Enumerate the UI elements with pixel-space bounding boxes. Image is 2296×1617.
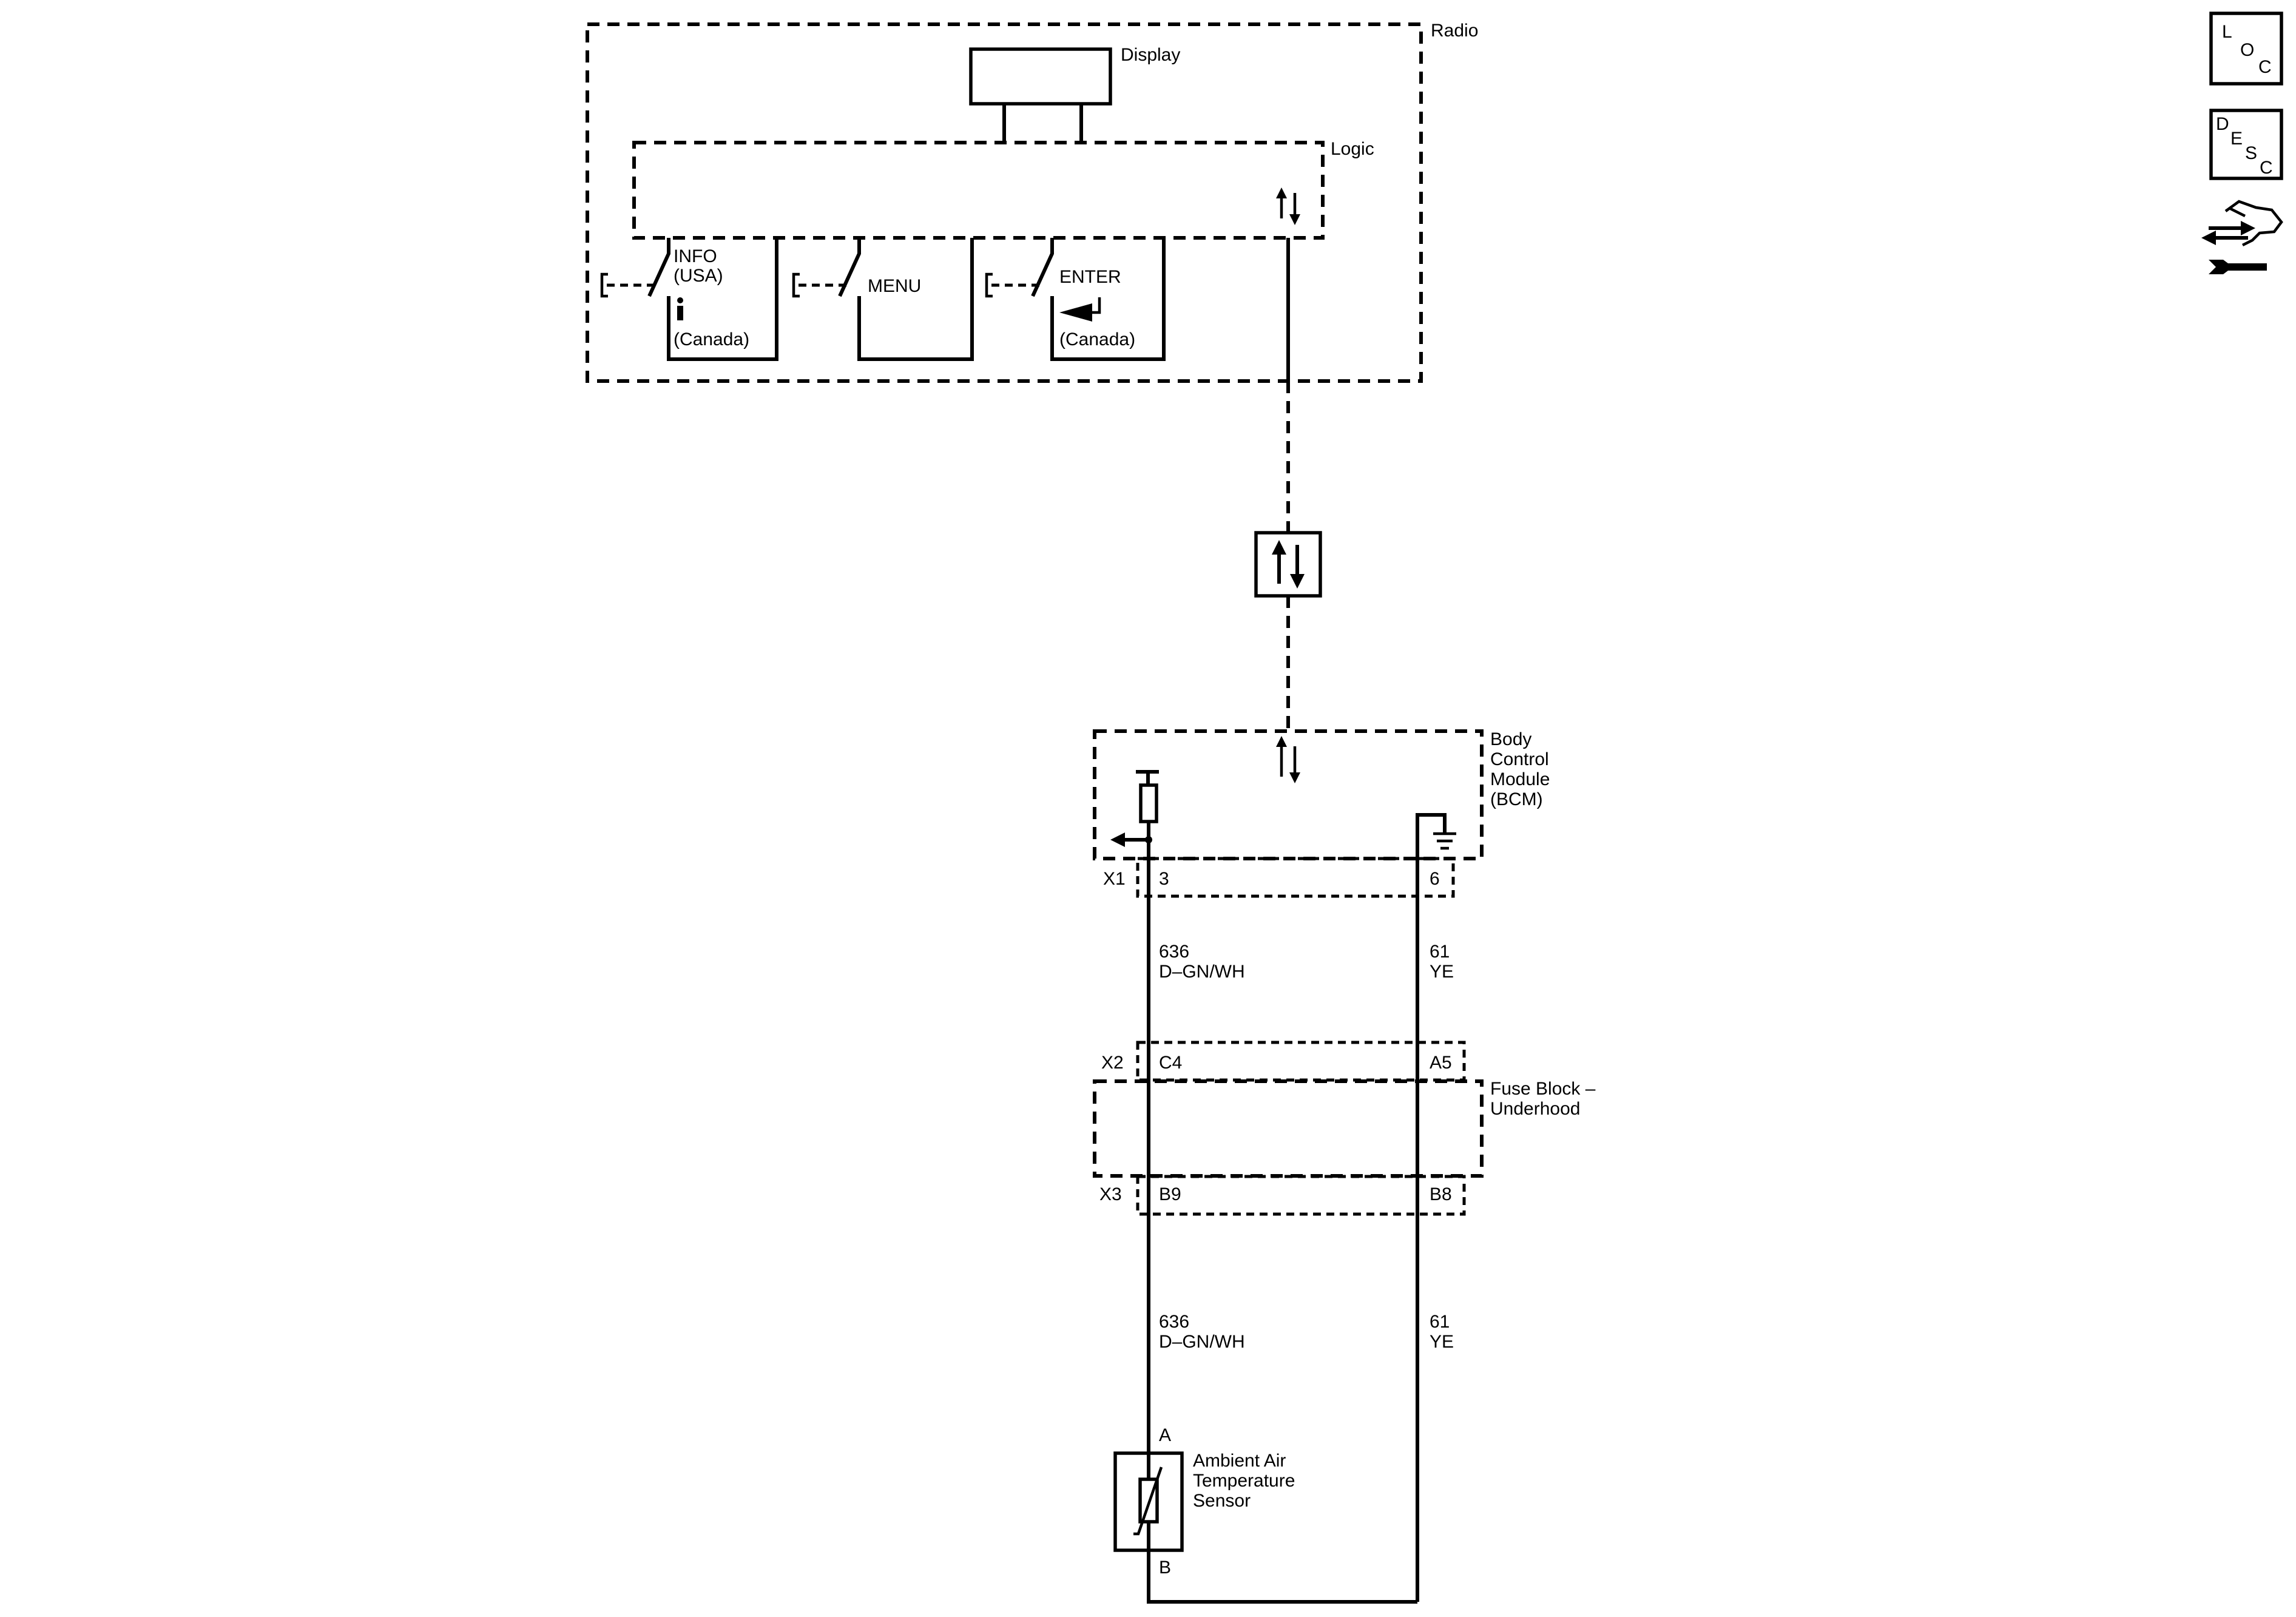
menu-switch: MENU [792, 238, 974, 361]
info-switch-actuator [600, 272, 608, 298]
wire-left-upper-circuit: 636 [1159, 942, 1189, 962]
enter-label: ENTER [1059, 267, 1121, 287]
connector-x3-pin-right: B8 [1430, 1184, 1452, 1204]
connector-x3-pin-left: B9 [1159, 1184, 1181, 1204]
wire-right-upper-circuit: 61 [1430, 942, 1450, 962]
desc-letter-s: S [2245, 143, 2257, 163]
info-label: INFO [674, 246, 717, 266]
connector-x1-label: X1 [1103, 869, 1126, 889]
sensor-label-1: Ambient Air [1193, 1451, 1286, 1471]
connector-x2-label: X2 [1101, 1053, 1124, 1073]
display-label: Display [1121, 45, 1180, 65]
info-switch-contact [647, 238, 670, 297]
serial-data-symbol [1254, 531, 1322, 598]
fuse-block-label-2: Underhood [1490, 1099, 1580, 1119]
desc-letter-e: E [2230, 129, 2243, 149]
fuse-block-label-1: Fuse Block – [1490, 1079, 1596, 1099]
wire-left-upper-color: D–GN/WH [1159, 962, 1245, 982]
sensor-pin-a: A [1159, 1425, 1171, 1445]
bcm-label-3: Module [1490, 769, 1550, 789]
logic-label: Logic [1331, 139, 1374, 159]
connector-hand-wrench-icon [2201, 200, 2283, 274]
bcm-data-arrows-icon [1276, 736, 1300, 783]
bcm-label-1: Body [1490, 729, 1531, 749]
logic-boundary [632, 141, 1325, 240]
logic-data-arrows-icon [1276, 187, 1300, 225]
connector-x2: X2 C4 A5 [1101, 1041, 1466, 1082]
ambient-air-temperature-sensor: A B Ambient Air Temperature Sensor [1113, 1425, 1295, 1578]
connector-x3: X3 B9 B8 [1099, 1175, 1466, 1216]
menu-switch-loop [857, 238, 974, 361]
wire-right-lower-circuit: 61 [1430, 1312, 1450, 1332]
display-leads [1002, 104, 1083, 143]
loc-button[interactable]: L O C [2209, 12, 2283, 86]
menu-switch-contact [838, 238, 861, 297]
connector-x2-pin-right: A5 [1430, 1053, 1452, 1073]
desc-button[interactable]: D E S C [2209, 109, 2283, 180]
body-control-module: Body Control Module (BCM) [1093, 729, 1550, 860]
radio-boundary [586, 22, 1423, 383]
wire-left-lower-circuit: 636 [1159, 1312, 1189, 1332]
enter-return-icon [1059, 297, 1101, 322]
serial-data-arrows-icon [1272, 540, 1305, 589]
wire-right-upper-color: YE [1430, 962, 1454, 982]
wire-low-reference-61 [1147, 859, 1419, 1604]
fuse-block-boundary [1093, 1079, 1484, 1178]
sensor-label-2: Temperature [1193, 1471, 1295, 1491]
enter-canada-label: (Canada) [1059, 329, 1135, 349]
menu-label: MENU [868, 276, 921, 296]
bcm-label-2: Control [1490, 749, 1549, 769]
bcm-label-4: (BCM) [1490, 789, 1543, 809]
ground-icon [1416, 813, 1456, 859]
fuse-block-underhood: Fuse Block – Underhood [1093, 1079, 1596, 1178]
info-switch: INFO (USA) (Canada) [600, 238, 778, 361]
menu-switch-actuator [792, 272, 800, 298]
sensor-label-3: Sensor [1193, 1491, 1251, 1511]
desc-letter-c: C [2260, 158, 2273, 178]
loc-letter-c: C [2258, 57, 2272, 77]
connector-x3-label: X3 [1099, 1184, 1122, 1204]
connector-x1: X1 3 6 [1103, 857, 1455, 898]
connector-x2-pin-left: C4 [1159, 1053, 1182, 1073]
enter-switch-actuator [985, 272, 993, 298]
desc-letter-d: D [2216, 114, 2229, 134]
wire-left-lower-color: D–GN/WH [1159, 1332, 1245, 1352]
info-i-icon [677, 297, 683, 320]
sensor-pin-b: B [1159, 1558, 1171, 1578]
connector-x1-pin-left: 3 [1159, 869, 1169, 889]
enter-switch-loop [1050, 238, 1166, 361]
reference-voltage-resistor [1136, 770, 1159, 843]
info-switch-loop [667, 238, 778, 361]
info-canada-label: (Canada) [674, 329, 749, 349]
radio-label: Radio [1431, 21, 1478, 41]
wire-right-lower-color: YE [1430, 1332, 1454, 1352]
radio-module: Radio Display Logic INFO (USA) (Cana [586, 21, 1478, 383]
info-usa-label: (USA) [674, 266, 723, 286]
display-box [969, 47, 1112, 106]
serial-data-link [1254, 381, 1322, 731]
enter-switch-contact [1031, 238, 1054, 297]
thermistor-variable-icon [1133, 1467, 1163, 1536]
loc-letter-o: O [2240, 40, 2254, 60]
loc-letter-l: L [2222, 22, 2232, 42]
enter-switch: ENTER (Canada) [985, 238, 1166, 361]
connector-end-view-button[interactable] [2201, 200, 2283, 274]
connector-x1-pin-right: 6 [1430, 869, 1440, 889]
